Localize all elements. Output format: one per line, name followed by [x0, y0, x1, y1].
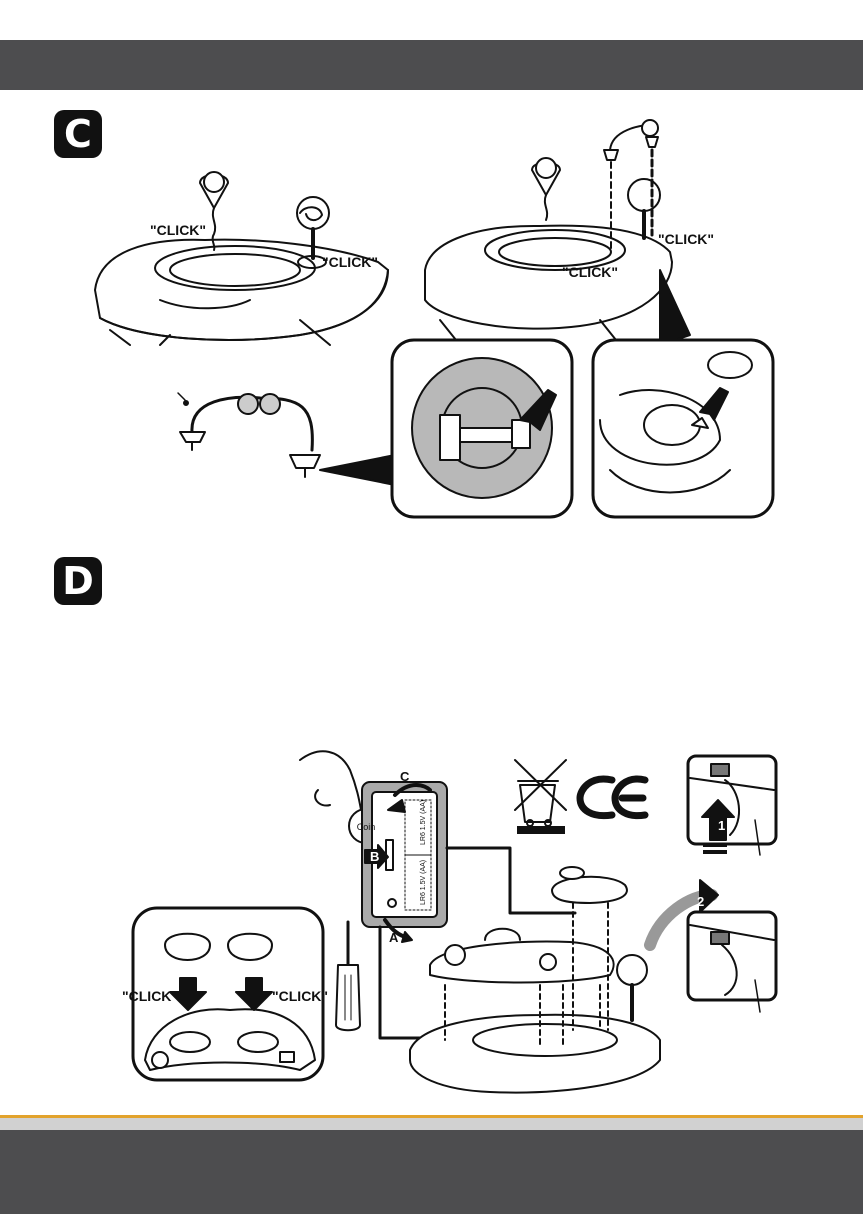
zoom-detail-1 — [392, 340, 572, 517]
footer-divider — [0, 1118, 863, 1130]
click-label-c1: "CLICK" — [150, 222, 206, 238]
step-2-label: 2 — [697, 894, 704, 909]
walker-bottom — [410, 929, 660, 1093]
screwdriver-icon — [336, 922, 360, 1030]
switch-step-2 — [650, 880, 776, 1012]
footer-bar — [0, 1130, 863, 1214]
toy-bar-part — [178, 393, 320, 477]
battery-label-2: LR6 1.5V (AA) — [420, 860, 427, 905]
coin-label: Coin — [357, 822, 376, 832]
weee-bin-icon — [515, 760, 566, 834]
step-1-label: 1 — [718, 818, 725, 833]
switch-step-1 — [688, 756, 776, 855]
click-label-c4: "CLICK" — [562, 264, 618, 280]
battery-label-1: LR6 1.5V (AA) — [420, 800, 427, 845]
click-label-d2: "CLICK" — [272, 988, 328, 1004]
zoom-detail-2 — [593, 340, 773, 517]
click-label-c2: "CLICK" — [322, 254, 378, 270]
ice-cream-toy-left — [200, 172, 228, 250]
step-c-label: C — [400, 769, 410, 784]
click-label-d1: "CLICK" — [122, 988, 178, 1004]
step-a-label: A — [389, 930, 399, 945]
click-label-c3: "CLICK" — [658, 231, 714, 247]
step-b-label: B — [370, 849, 379, 864]
ce-mark-icon — [580, 779, 645, 816]
lollipop-toy-right — [628, 179, 660, 238]
ice-cream-toy-right — [532, 158, 560, 220]
walker-tray-right — [425, 226, 672, 345]
